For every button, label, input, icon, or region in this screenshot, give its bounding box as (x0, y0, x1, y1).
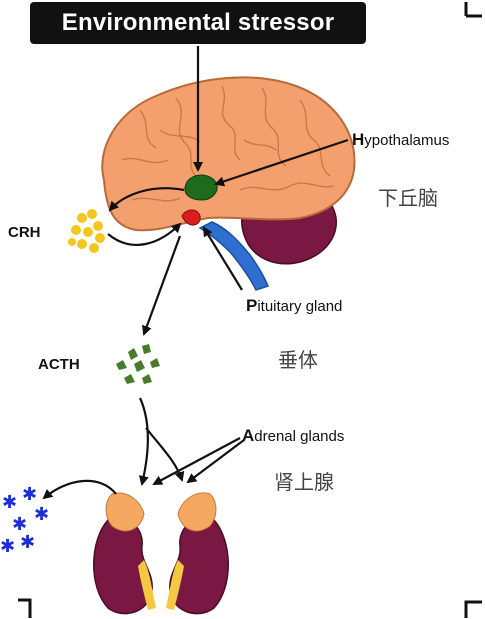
adrenal-cn-label: 肾上腺 (274, 470, 334, 494)
right-kidney (166, 492, 229, 615)
cerebrum (101, 76, 356, 232)
hypothalamus-region (184, 174, 218, 201)
corner-bracket-top-right (464, 2, 482, 18)
svg-text:✱: ✱ (20, 532, 35, 553)
svg-text:✱: ✱ (12, 514, 27, 535)
hypothalamus-cn-label: 下丘脑 (378, 186, 438, 210)
crh-label: CRH (8, 224, 41, 241)
cortisol-star-cluster: ✱ ✱ ✱ ✱ ✱ ✱ (0, 484, 49, 557)
crh-molecule-cluster (68, 209, 105, 253)
left-adrenal-gland (105, 492, 145, 532)
arrow-pituitary-label (202, 226, 243, 291)
hypothalamus-label: Hypothalamus (352, 130, 450, 149)
left-kidney (93, 492, 156, 615)
svg-text:✱: ✱ (22, 484, 37, 505)
arrow-acth-to-left-adrenal (138, 397, 149, 486)
corner-bracket-bottom-right (464, 600, 482, 618)
arrow-acth-to-right-adrenal (145, 427, 185, 482)
arrow-hypothalamus-label (214, 138, 349, 187)
arrow-pituitary-to-acth (142, 235, 182, 336)
arrow-hypothalamus-to-crh (108, 187, 185, 212)
adrenal-label: Adrenal glands (242, 426, 345, 445)
arrow-crh-to-pituitary (107, 222, 182, 246)
arrow-adrenal-to-cortisol (42, 479, 117, 500)
acth-label: ACTH (38, 356, 80, 373)
pituitary-cn-label: 垂体 (278, 348, 318, 372)
right-adrenal-gland (177, 492, 217, 532)
acth-molecule-cluster (116, 344, 160, 384)
svg-text:✱: ✱ (0, 536, 15, 557)
svg-text:✱: ✱ (34, 504, 49, 525)
pituitary-region (181, 209, 201, 226)
arrow-adrenal-label-right (186, 439, 245, 484)
corner-bracket-bottom-left (18, 598, 32, 618)
stressor-banner: Environmental stressor (30, 2, 366, 44)
brainstem (198, 221, 269, 291)
arrow-adrenal-label-left (152, 437, 241, 485)
pituitary-label: Pituitary gland (246, 296, 343, 315)
stressor-title: Environmental stressor (61, 9, 335, 36)
brain-folds (121, 85, 335, 202)
svg-text:✱: ✱ (2, 492, 17, 513)
